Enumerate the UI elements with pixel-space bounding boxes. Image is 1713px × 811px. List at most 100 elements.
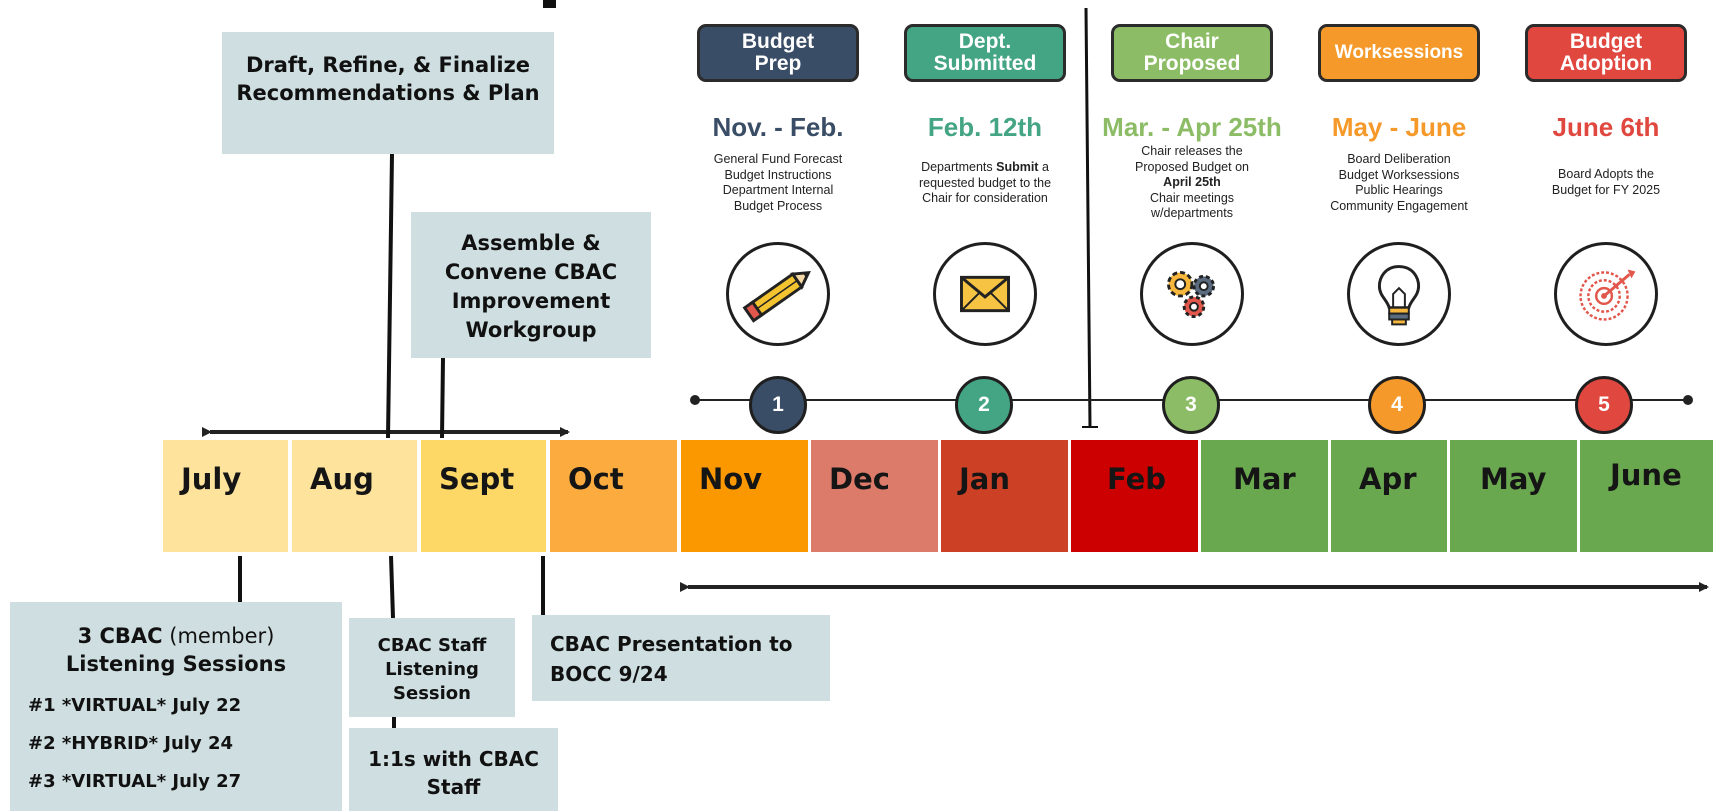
- stage-date-3: Mar. - Apr 25th: [1102, 112, 1282, 142]
- desc-line: Budget Instructions: [724, 167, 832, 182]
- one-on-one-text: 1:1s with CBAC Staff: [368, 747, 539, 799]
- stage-icon-circle-4: [1347, 242, 1451, 346]
- staff-listening-connector: [389, 555, 395, 619]
- draft-box-text: Draft, Refine, & Finalize Recommendation…: [236, 53, 540, 105]
- desc-line: Chair for consideration: [922, 191, 1048, 205]
- stage-number-text: 5: [1598, 393, 1610, 416]
- desc-line: Proposed Budget on: [1135, 159, 1249, 174]
- month-july: July: [163, 440, 288, 552]
- stage-icon-circle-5: [1554, 242, 1658, 346]
- session-item: #2 *HYBRID* July 24: [28, 733, 234, 754]
- stage-icon-circle-2: [933, 242, 1037, 346]
- month-apr: Apr: [1331, 440, 1447, 552]
- stage-number-text: 1: [772, 393, 784, 416]
- stage-desc-5: Board Adopts the Budget for FY 2025: [1501, 167, 1711, 198]
- month-label: Sept: [439, 462, 515, 496]
- stage-number-3: 3: [1162, 376, 1220, 434]
- stage-date-2: Feb. 12th: [927, 112, 1043, 142]
- stage-label-chair-proposed: Chair Proposed: [1111, 24, 1273, 82]
- assemble-connector: [440, 357, 445, 439]
- month-may: May: [1450, 440, 1577, 552]
- month-label: Oct: [568, 462, 624, 496]
- stage-label-dept-submitted: Dept. Submitted: [904, 24, 1066, 82]
- stage-desc-3: Chair releases the Proposed Budget on Ap…: [1087, 144, 1297, 222]
- stage-label-budget-prep: Budget Prep: [697, 24, 859, 82]
- pencil-icon: [742, 270, 811, 323]
- stage-label-worksessions: Worksessions: [1318, 24, 1480, 82]
- month-label: Mar: [1233, 462, 1296, 496]
- month-label: Dec: [829, 462, 890, 496]
- stage-date-4: May - June: [1331, 112, 1467, 142]
- desc-line: General Fund Forecast: [713, 152, 843, 166]
- stage-number-4: 4: [1368, 376, 1426, 434]
- assemble-box-text: Assemble & Convene CBAC Improvement Work…: [444, 231, 618, 342]
- timeline-divider: [1084, 7, 1092, 428]
- staff-listening-box: CBAC Staff Listening Session: [349, 618, 515, 717]
- desc-pre: Departments: [921, 160, 997, 174]
- desc-bold: Submit: [996, 160, 1039, 174]
- month-label: May: [1480, 462, 1547, 496]
- desc-line: requested budget to the: [918, 175, 1052, 190]
- desc-line: w/departments: [1151, 206, 1233, 220]
- stage-number-2: 2: [955, 376, 1013, 434]
- stage-label-text: Dept. Submitted: [933, 30, 1037, 75]
- stage-icon-circle-3: [1140, 242, 1244, 346]
- listening-title: 3 CBAC (member): [28, 622, 342, 650]
- listening-title-bold: 3 CBAC: [77, 624, 163, 648]
- presentation-box: CBAC Presentation to BOCC 9/24: [532, 615, 830, 701]
- month-aug: Aug: [292, 440, 417, 552]
- envelope-icon: [960, 275, 1010, 313]
- target-icon: [1579, 269, 1636, 321]
- desc-line: Board Deliberation: [1347, 152, 1451, 166]
- desc-line: Chair releases the: [1141, 144, 1243, 158]
- stage-number-text: 3: [1185, 393, 1197, 416]
- stage-icon-circle-1: [726, 242, 830, 346]
- desc-line: Board Adopts the: [1558, 167, 1654, 181]
- month-label: Jan: [959, 462, 1011, 496]
- month-june: June: [1580, 440, 1713, 552]
- month-oct: Oct: [550, 440, 677, 552]
- stage-desc-1: General Fund Forecast Budget Instruction…: [673, 152, 883, 214]
- stage-date-1: Nov. - Feb.: [712, 112, 844, 142]
- desc-line: Budget Worksessions: [1338, 167, 1460, 182]
- gears-icon: [1167, 270, 1216, 319]
- month-sept: Sept: [421, 440, 546, 552]
- stage-desc-4: Board Deliberation Budget Worksessions P…: [1294, 152, 1504, 214]
- month-nov: Nov: [681, 440, 808, 552]
- stage-number-5: 5: [1575, 376, 1633, 434]
- desc-line: Departments Submit a: [880, 160, 1090, 176]
- month-label: Feb: [1107, 462, 1167, 496]
- desc-line: Budget Process: [733, 198, 823, 213]
- listening-subtitle: Listening Sessions: [65, 652, 287, 676]
- month-label: Nov: [699, 462, 763, 496]
- month-dec: Dec: [811, 440, 938, 552]
- month-label: June: [1610, 458, 1682, 492]
- assemble-convene-box: Assemble & Convene CBAC Improvement Work…: [411, 212, 651, 358]
- stage-number-text: 4: [1391, 393, 1403, 416]
- month-label: Apr: [1359, 462, 1417, 496]
- lightbulb-icon: [1377, 265, 1421, 326]
- desc-line: April 25th: [1163, 175, 1221, 189]
- draft-connector: [386, 153, 394, 439]
- stage-label-text: Budget Adoption: [1559, 30, 1653, 75]
- stage-label-budget-adoption: Budget Adoption: [1525, 24, 1687, 82]
- stage-label-text: Worksessions: [1334, 42, 1464, 63]
- desc-line: Budget for FY 2025: [1551, 182, 1661, 197]
- stage-number-text: 2: [978, 393, 990, 416]
- session-item: #3 *VIRTUAL* July 27: [28, 771, 242, 792]
- session-item: #1 *VIRTUAL* July 22: [28, 695, 242, 716]
- stage-date-5: June 6th: [1552, 112, 1660, 142]
- month-label: July: [181, 462, 242, 496]
- stage-desc-2: Departments Submit a requested budget to…: [880, 160, 1090, 207]
- desc-line: Chair meetings: [1149, 190, 1235, 205]
- desc-line: Public Hearings: [1355, 183, 1443, 197]
- staff-listening-text: CBAC Staff Listening Session: [377, 635, 487, 704]
- month-mar: Mar: [1201, 440, 1328, 552]
- presentation-text: CBAC Presentation to BOCC 9/24: [550, 632, 793, 686]
- stage-label-text: Budget Prep: [741, 30, 815, 75]
- listening-title-rest: (member): [162, 624, 275, 648]
- desc-line: Community Engagement: [1330, 198, 1468, 213]
- draft-refine-finalize-box: Draft, Refine, & Finalize Recommendation…: [222, 32, 554, 154]
- desc-post: a: [1038, 160, 1049, 174]
